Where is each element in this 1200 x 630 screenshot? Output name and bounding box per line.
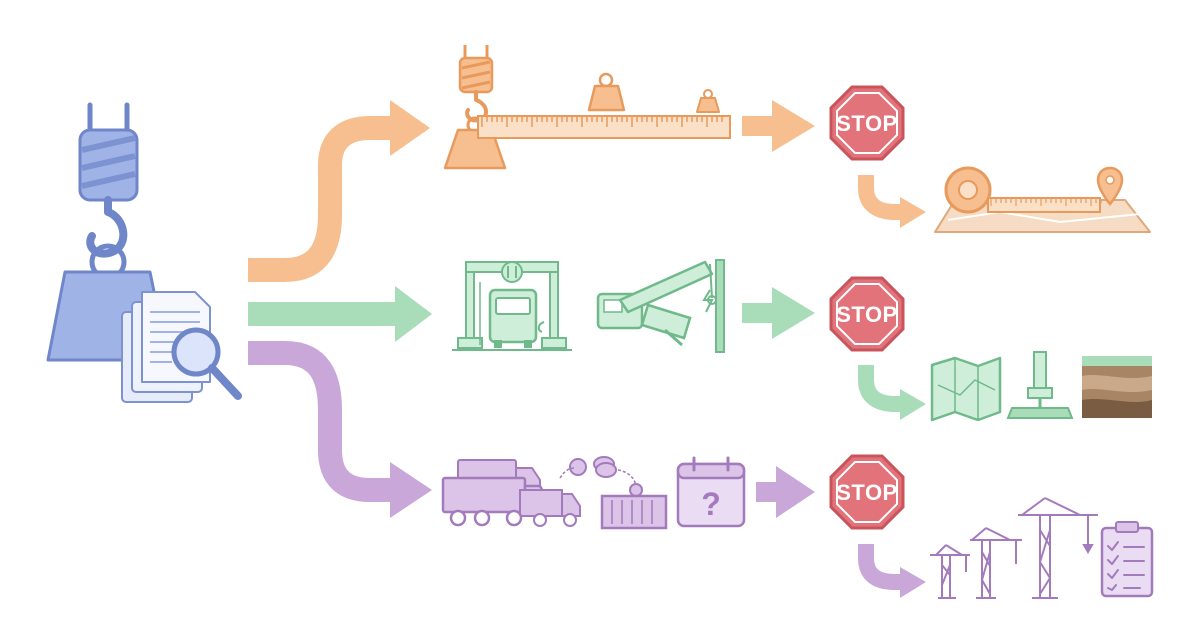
green-height-gate-truck-icon xyxy=(452,261,572,351)
green-branch-arrow xyxy=(858,365,926,420)
green-map-icon xyxy=(930,356,1002,422)
orange-flow-arrow xyxy=(248,100,430,282)
stop-sign-orange: STOP xyxy=(829,85,905,161)
purple-flow-arrow xyxy=(248,341,432,518)
orange-weight-large-icon xyxy=(587,72,626,112)
stop-sign-purple: STOP xyxy=(829,454,905,530)
orange-branch-arrow xyxy=(858,175,926,228)
orange-ruler-beam-icon xyxy=(477,115,731,139)
calendar-question-mark: ? xyxy=(701,486,721,522)
orange-connector-arrow xyxy=(742,100,815,152)
source-crane-hook-icon xyxy=(78,102,139,281)
purple-tower-cranes-icon xyxy=(930,497,1098,599)
purple-calendar-question-icon: ? xyxy=(676,456,746,528)
purple-trucks-icon xyxy=(441,459,581,527)
green-crane-collision-icon xyxy=(596,259,725,353)
stop-sign-label: STOP xyxy=(836,111,898,136)
purple-cost-coins-icon xyxy=(559,456,668,530)
green-connector-arrow xyxy=(742,287,815,339)
purple-connector-arrow xyxy=(756,466,815,518)
green-soil-layers-icon xyxy=(1082,356,1152,418)
source-magnifier-icon xyxy=(171,327,242,400)
orange-hook-weight-icon xyxy=(443,45,507,170)
green-piling-icon xyxy=(1006,351,1074,419)
orange-tape-measure-map-icon xyxy=(934,166,1151,233)
stop-sign-green: STOP xyxy=(829,276,905,352)
stop-sign-label: STOP xyxy=(836,302,898,327)
green-flow-arrow xyxy=(248,286,432,342)
orange-weight-small-icon xyxy=(696,89,720,113)
purple-branch-arrow xyxy=(858,544,926,598)
stop-sign-label: STOP xyxy=(836,480,898,505)
hook-icon xyxy=(86,196,128,258)
purple-checklist-icon xyxy=(1100,521,1154,598)
